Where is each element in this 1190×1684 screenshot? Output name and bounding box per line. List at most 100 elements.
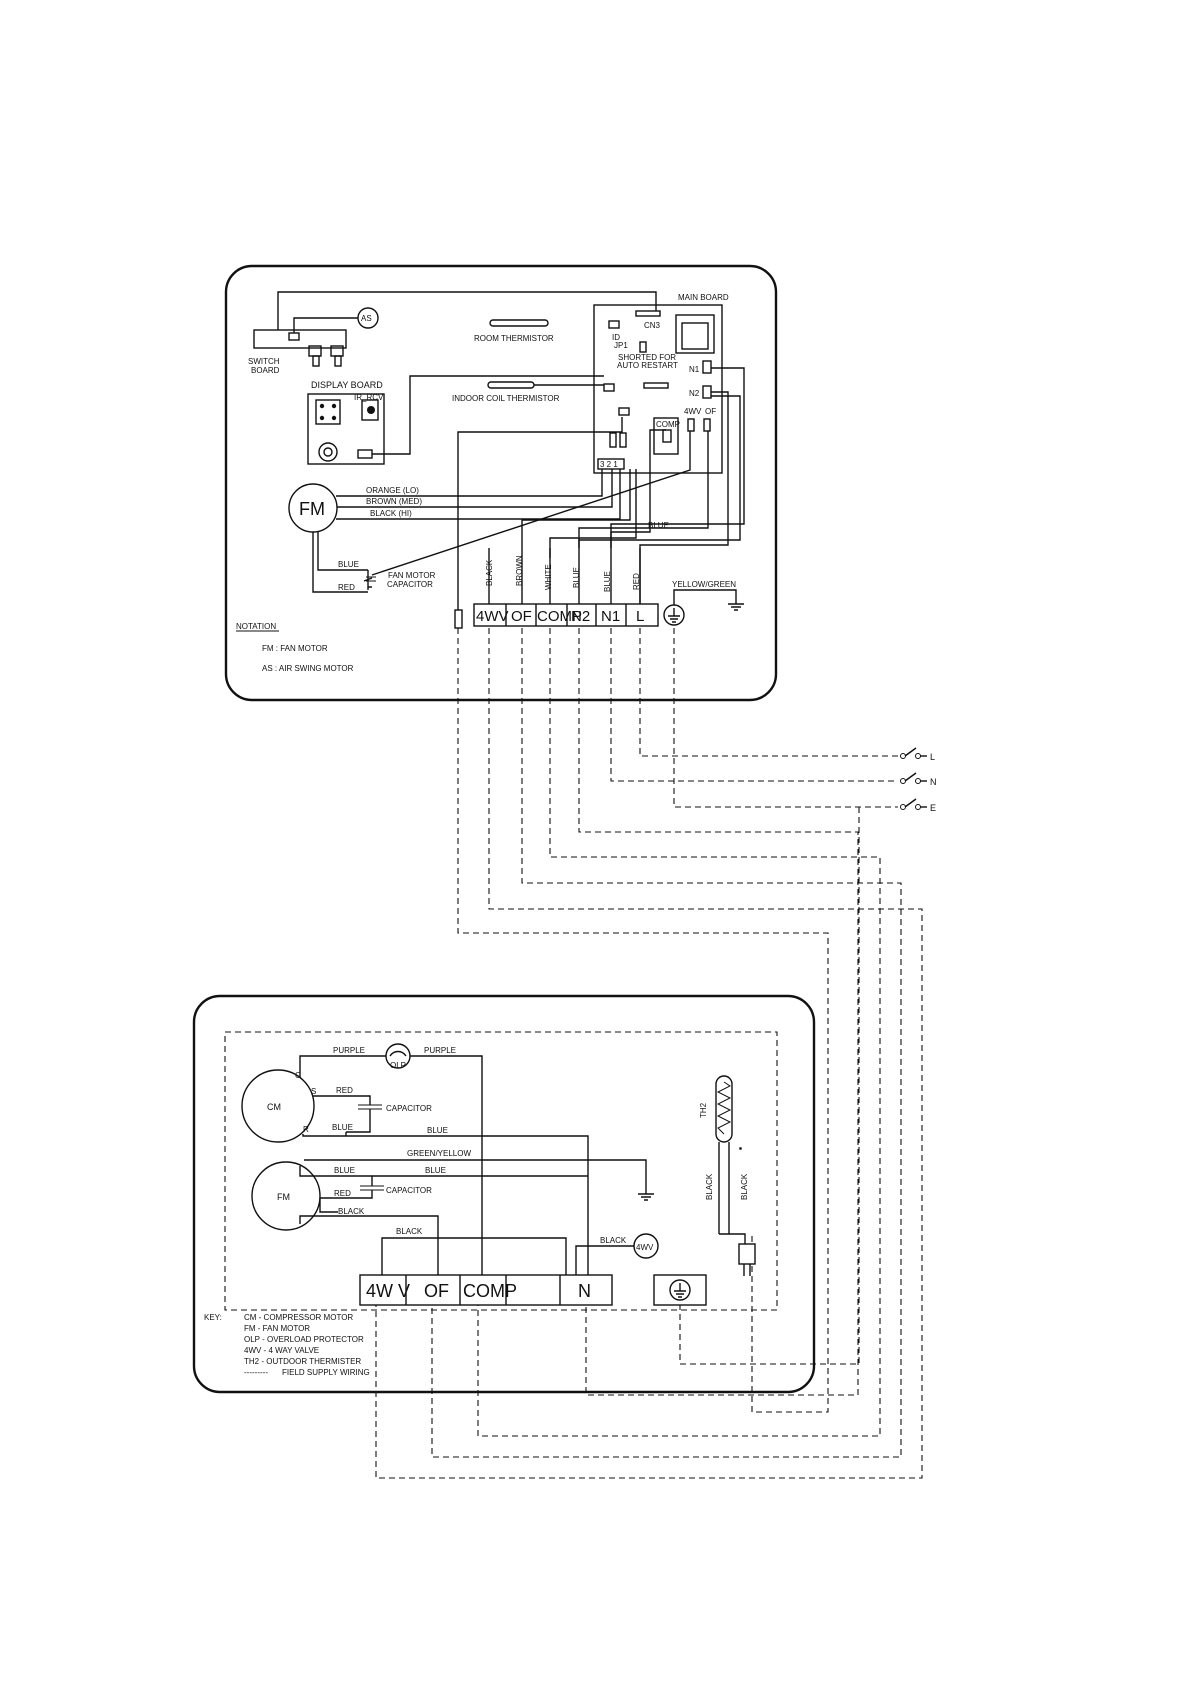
supply-l-label: L: [930, 752, 935, 762]
fm-blue-label: BLUE: [338, 560, 359, 569]
key-line-cm: CM - COMPRESSOR MOTOR: [244, 1313, 353, 1322]
fm-black-label: BLACK: [338, 1207, 365, 1216]
wire-black-label: BLACK: [485, 559, 494, 586]
orange-lo-label: ORANGE (LO): [366, 486, 419, 495]
olp-label: OLP: [390, 1061, 406, 1070]
wire-red-label: RED: [632, 573, 641, 590]
key-line-fm: FM - FAN MOTOR: [244, 1324, 310, 1333]
indoor-terminal-4wv: 4WV: [476, 608, 509, 625]
th2-black-2-label: BLACK: [740, 1173, 749, 1200]
key-line-th2: TH2 - OUTDOOR THERMISTER: [244, 1357, 361, 1366]
black-4wv-label: BLACK: [396, 1227, 423, 1236]
th2-label: TH2: [699, 1102, 708, 1118]
key-title: KEY:: [204, 1313, 222, 1322]
notation-title: NOTATION: [236, 622, 276, 631]
comp-relay-label: COMP: [656, 420, 680, 429]
black-valve-label: BLACK: [600, 1236, 627, 1245]
notation-as: AS : AIR SWING MOTOR: [262, 664, 354, 673]
fourwv-connector-label: 4WV: [684, 407, 702, 416]
switch-board: SWITCH BOARD AS: [248, 291, 657, 375]
indoor-unit: MAIN BOARD CN3 ID JP1 SHORTED FOR AUTO R…: [224, 264, 778, 702]
key-line-field: FIELD SUPPLY WIRING: [282, 1368, 370, 1377]
supply-n-label: N: [930, 777, 937, 787]
wire-blue-label: BLUE: [572, 567, 581, 588]
indoor-terminal-block: 4WV OF COMP N2 N1 L YELLOW/GREEN: [473, 580, 744, 627]
wire-white-label: WHITE: [544, 564, 553, 590]
id-label: ID: [612, 333, 620, 342]
wire-brown-label: BROWN: [515, 555, 524, 586]
four-way-valve: 4WV BLACK: [575, 1233, 659, 1275]
as-label: AS: [361, 314, 372, 323]
fm-blue-1-label: BLUE: [334, 1166, 355, 1175]
green-yellow-label: GREEN/YELLOW: [407, 1149, 471, 1158]
fm-red-label: RED: [334, 1189, 351, 1198]
outdoor-terminal-4wv: 4W V: [366, 1281, 410, 1301]
supply-e-label: E: [930, 803, 936, 813]
th2-black-1-label: BLACK: [705, 1173, 714, 1200]
indoor-coil-thermistor: INDOOR COIL THERMISTOR: [452, 381, 604, 403]
yellow-green-label: YELLOW/GREEN: [672, 580, 736, 589]
black-hi-label: BLACK (HI): [370, 509, 412, 518]
ir-rcv-label: IR_RCV: [354, 393, 384, 402]
fm-capacitor-label: CAPACITOR: [386, 1186, 432, 1195]
purple-right-label: PURPLE: [424, 1046, 456, 1055]
outdoor-inner-frame: [224, 1031, 778, 1311]
indoor-terminal-of: OF: [511, 608, 532, 625]
jp1-note-2: AUTO RESTART: [617, 361, 678, 370]
svg-text:3 2 1: 3 2 1: [600, 460, 618, 469]
outdoor-unit-frame: [192, 994, 816, 1394]
cm-blue-label: BLUE: [332, 1123, 353, 1132]
outdoor-key: KEY: CM - COMPRESSOR MOTOR FM - FAN MOTO…: [204, 1313, 370, 1377]
of-connector-label: OF: [705, 407, 716, 416]
outdoor-terminal-comp: COMP: [463, 1281, 517, 1301]
valve-label: 4WV: [636, 1243, 654, 1252]
indoor-coil-thermistor-label: INDOOR COIL THERMISTOR: [452, 394, 560, 403]
room-thermistor-label: ROOM THERMISTOR: [474, 334, 554, 343]
outdoor-thermistor: TH2 BLACK BLACK: [699, 1075, 756, 1276]
outdoor-terminal-n: N: [578, 1281, 591, 1301]
display-board: DISPLAY BOARD IR_RCV: [307, 375, 604, 465]
indoor-terminal-comp: COMP: [537, 608, 582, 625]
key-dash: ---------: [244, 1368, 268, 1377]
indoor-terminal-l: L: [636, 608, 644, 625]
display-board-label: DISPLAY BOARD: [311, 380, 383, 390]
jp1-label: JP1: [614, 341, 628, 350]
compressor-motor: CM C S R OLP PURPLE PURPLE RED CAPACITOR…: [241, 1043, 589, 1275]
switch-board-label-2: BOARD: [251, 366, 280, 375]
purple-left-label: PURPLE: [333, 1046, 365, 1055]
main-board-label: MAIN BOARD: [678, 293, 729, 302]
indoor-fan-motor: FM ORANGE (LO) BROWN (MED) BLACK (HI) BL…: [288, 431, 691, 593]
fan-motor-capacitor-2: CAPACITOR: [387, 580, 433, 589]
notation-fm: FM : FAN MOTOR: [262, 644, 328, 653]
cm-c-label: C: [295, 1071, 301, 1080]
outdoor-terminal-of: OF: [424, 1281, 449, 1301]
n1-label: N1: [689, 365, 700, 374]
fan-motor-capacitor-1: FAN MOTOR: [388, 571, 436, 580]
cm-blue-long-label: BLUE: [427, 1126, 448, 1135]
n2-label: N2: [689, 389, 700, 398]
cm-red-label: RED: [336, 1086, 353, 1095]
indoor-terminal-n2: N2: [571, 608, 590, 625]
cm-capacitor-label: CAPACITOR: [386, 1104, 432, 1113]
outdoor-terminal-block: 4W V OF COMP N: [359, 1274, 707, 1306]
outdoor-earth-icon: [669, 1279, 691, 1301]
key-line-olp: OLP - OVERLOAD PROTECTOR: [244, 1335, 364, 1344]
indoor-terminal-wires: BLUE BLACK BROWN WHITE BLUE BLUE RED: [485, 367, 745, 604]
main-board: MAIN BOARD CN3 ID JP1 SHORTED FOR AUTO R…: [593, 293, 729, 474]
indoor-fm-label: FM: [299, 499, 325, 519]
key-line-4wv: 4WV - 4 WAY VALVE: [244, 1346, 319, 1355]
indoor-unit-frame: [224, 264, 778, 702]
wire-blue2-label: BLUE: [603, 571, 612, 592]
fm-blue-2-label: BLUE: [425, 1166, 446, 1175]
outdoor-fan-motor: FM BLUE BLUE RED CAPACITOR BLACK BLACK: [251, 1161, 588, 1275]
indoor-notation: NOTATION FM : FAN MOTOR AS : AIR SWING M…: [236, 622, 354, 673]
supply-switches: L N E: [900, 747, 937, 813]
indoor-blue-label: BLUE: [648, 521, 669, 530]
outdoor-unit: CM C S R OLP PURPLE PURPLE RED CAPACITOR…: [192, 994, 816, 1394]
fm-red-label: RED: [338, 583, 355, 592]
jp1-note-1: SHORTED FOR: [618, 353, 676, 362]
room-thermistor: ROOM THERMISTOR: [474, 319, 554, 343]
switch-board-label-1: SWITCH: [248, 357, 280, 366]
cm-s-label: S: [311, 1087, 316, 1096]
